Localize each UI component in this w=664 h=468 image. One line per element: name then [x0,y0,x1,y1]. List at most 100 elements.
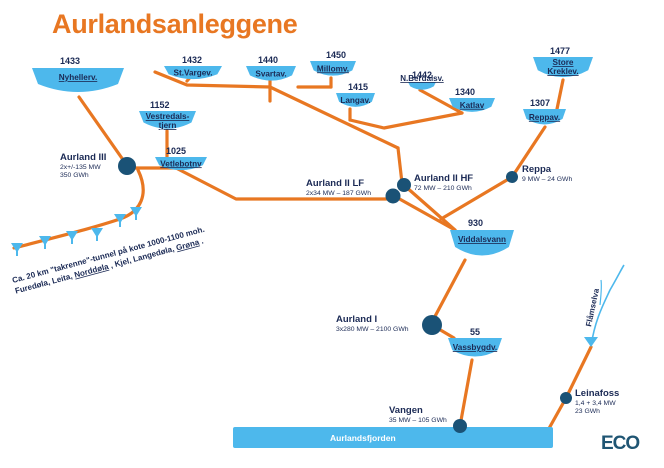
station-dot [385,188,401,204]
intake-funnel [66,231,78,244]
eco-logo: ECO [601,433,640,454]
station-name: Aurland II LF [306,178,364,189]
reservoir-shape [310,61,356,76]
reservoir-name: Langav. [340,96,370,105]
reservoir-vetlebotnv: Vetlebotnv 1025 [155,146,207,171]
reservoir-name: Katlav [460,101,485,110]
reservoir-name: Vassbygdv. [453,343,497,352]
reservoir-level: 1440 [258,55,278,65]
tunnel-note-line1: Ca. 20 km "takrenne"-tunnel på kote 1000… [11,225,205,285]
reservoir-level: 1152 [150,100,170,110]
station-spec: 1,4 + 3,4 MW [575,400,616,407]
reservoir-shape [450,230,514,256]
reservoir-name: Reppav. [529,113,560,122]
flamselva-river [590,264,625,347]
reservoir-level: 1307 [530,98,550,108]
reservoir-shape [523,109,566,125]
river-label: Flåmselva [584,287,601,327]
reservoir-name: Svartav. [255,69,286,78]
station-spec: 23 GWh [575,408,600,415]
tunnel-note: Ca. 20 km "takrenne"-tunnel på kote 1000… [11,225,205,296]
tunnel-note-line2: Furedøla, Leita, Norddøla , Kjel, Langed… [14,236,204,295]
station-dot [422,315,442,335]
station-spec: 72 MW – 210 GWh [414,185,472,192]
intake-funnel [11,243,23,256]
reservoir-level: 930 [468,218,483,228]
fjord-shape [233,427,553,448]
reservoir-shape [448,338,502,357]
station-dot [506,171,518,183]
reservoir-name: Vetlebotnv [160,159,202,168]
station-dot [397,178,411,192]
station-dot [453,419,467,433]
reservoir-vassbygdv: Vassbygdv. 55 [448,327,502,357]
reservoir-shape [139,111,196,129]
reservoir-name: Nyhellerv. [59,73,98,82]
intake-funnel [91,228,103,241]
reservoir-langav: Langav. 1415 [336,82,375,107]
reservoir-katlav: Katlav 1340 [449,87,495,112]
station-spec: 2x+/-135 MW [60,164,101,171]
station-spec: 35 MW – 105 GWh [389,417,447,424]
reservoir-level: 1415 [348,82,368,92]
station-name: Aurland I [336,314,377,325]
station-spec: 2x34 MW – 187 GWh [306,190,371,197]
intake-funnel [39,236,51,249]
reservoir-level: 1433 [60,56,80,66]
waterway-network [12,70,593,434]
intake-funnel [114,214,126,227]
fjord-label: Aurlandsfjorden [330,433,396,443]
reservoir-level: 1432 [182,55,202,65]
reservoir-level: 1025 [166,146,186,156]
station-name: Leinafoss [575,388,619,399]
reservoir-level: 1477 [550,46,570,56]
station-spec: 350 GWh [60,172,89,179]
reservoir-n-berdalsv: N.Berdalsv.1442 [400,70,444,90]
flamselva-intake [584,337,598,347]
reservoir-shape [246,66,296,81]
reservoir-shape [164,66,222,80]
reservoir-millomv: Millomv. 1450 [310,50,356,76]
reservoir-shape [449,98,495,112]
reservoir-level: 1442 [412,70,432,80]
station-dot [560,392,572,404]
reservoir-shape [32,68,124,92]
reservoir-level: 55 [470,327,480,337]
reservoir-shape [533,57,593,78]
station-spec: 9 MW – 24 GWh [522,176,572,183]
reservoir-name: Millomv. [317,64,349,73]
station-spec: 3x280 MW – 2100 GWh [336,326,409,333]
reservoir-shape [408,82,436,90]
reservoir-level: 1450 [326,50,346,60]
intake-funnel [130,207,142,220]
reservoir-shape [336,93,375,107]
station-name: Vangen [389,405,423,416]
intake-funnels [11,207,142,256]
reservoir-svartav: Svartav. 1440 [246,55,296,81]
reservoir-st-vargev: St.Vargev.1432 [164,55,222,80]
page-title: Aurlandsanleggene [52,9,298,39]
station-dot [118,157,136,175]
station-name: Aurland II HF [414,173,473,184]
reservoir-reppav: Reppav. 1307 [523,98,566,125]
reservoir-name: N.Berdalsv. [400,74,443,83]
station-name: Reppa [522,164,552,175]
reservoir-level: 1340 [455,87,475,97]
reservoir-shape [155,157,207,171]
flamselva-tributary [599,279,603,306]
station-name: Aurland III [60,152,106,163]
